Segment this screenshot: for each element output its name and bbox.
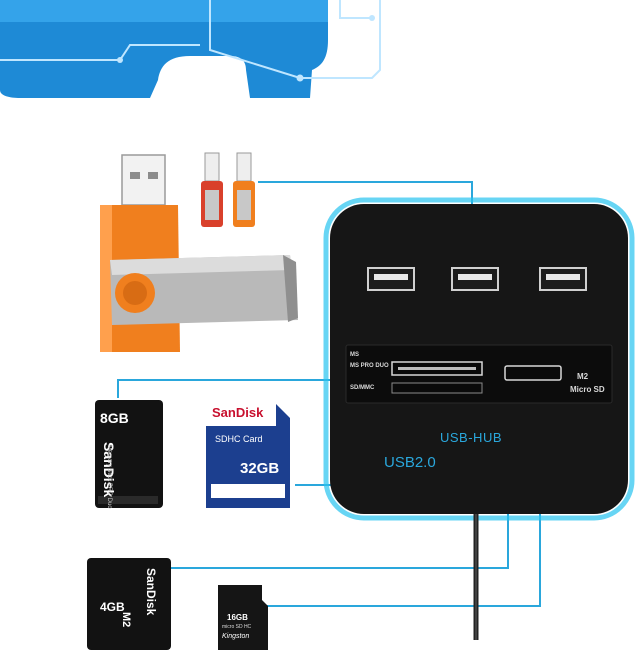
mini-usb-drive-orange: [233, 152, 255, 227]
memory-stick-pro-duo: [95, 400, 163, 508]
hub-label-ms: MS: [350, 352, 359, 358]
m2-card: [87, 558, 171, 650]
hub-label-sdmmc: SD/MMC: [350, 385, 375, 391]
usb-hub: [323, 197, 635, 640]
m2-capacity: 4GB: [100, 600, 125, 614]
card-slot-ms: [391, 361, 483, 376]
sdhc-capacity: 32GB: [240, 460, 280, 477]
usb-port-2: [451, 267, 499, 291]
ms-capacity: 8GB: [100, 410, 129, 426]
card-slot-m2-microsd: [504, 365, 562, 381]
microsd-type: micro SD HC: [222, 624, 252, 630]
sdhc-card: [206, 400, 290, 508]
sdhc-type: SDHC Card: [215, 434, 263, 444]
card-slot-sd: [391, 382, 483, 394]
usb-flash-drive: [100, 154, 298, 352]
hub-label-microsd: Micro SD: [570, 385, 605, 394]
hub-label-usb2: USB2.0: [384, 454, 436, 471]
usb-port-1: [367, 267, 415, 291]
microsd-brand: Kingston: [222, 633, 250, 640]
ms-product: Memory Stick PRO Duo: [106, 445, 112, 509]
hub-label-m2: M2: [577, 372, 589, 381]
hub-label-usbhub: USB-HUB: [440, 430, 503, 445]
microsd-card: [218, 585, 268, 650]
mini-usb-drive-red: [201, 152, 223, 227]
usb-port-3: [539, 267, 587, 291]
top-banner: [0, 0, 381, 98]
m2-product: M2: [120, 612, 132, 628]
microsd-capacity: 16GB: [227, 613, 248, 622]
m2-brand: SanDisk: [144, 568, 158, 616]
sdhc-brand: SanDisk: [212, 405, 264, 420]
hub-label-ms-pro: MS PRO DUO: [350, 363, 389, 369]
